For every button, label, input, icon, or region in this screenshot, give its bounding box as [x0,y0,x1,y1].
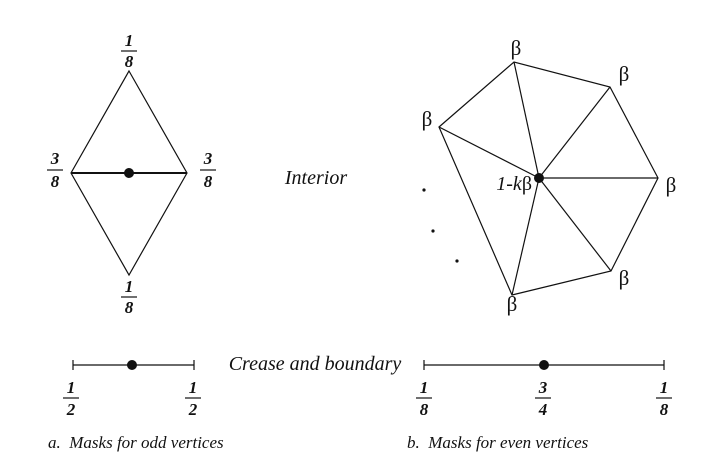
even-interior-mask [438,61,659,296]
even-crease-center-den: 4 [538,400,548,419]
even-crease-right-weight: 1 8 [656,378,672,419]
beta-label-bottom-right: β [619,266,630,290]
odd-diamond-outline [70,69,188,277]
ellipsis-dot-1 [422,188,426,192]
odd-right-weight-num: 3 [203,149,213,168]
even-crease-left-weight: 1 8 [416,378,432,419]
beta-label-top-right: β [619,62,630,86]
odd-crease-left-weight: 1 2 [63,378,79,419]
even-crease-left-num: 1 [420,378,429,397]
even-crease-center-weight: 3 4 [535,378,551,419]
odd-bottom-weight: 1 8 [121,277,137,317]
even-spoke-1 [438,126,540,179]
odd-interior-vertex-dot [124,168,134,178]
odd-crease-vertex-dot [127,360,137,370]
even-spoke-6 [511,177,540,296]
odd-bottom-weight-num: 1 [125,277,134,296]
interior-label: Interior [284,167,347,189]
ellipsis-dot-2 [431,229,435,233]
odd-top-weight-den: 8 [125,52,134,71]
center-weight-label: 1-kβ [496,173,532,195]
even-crease-right-den: 8 [660,400,669,419]
odd-bottom-weight-den: 8 [125,298,134,317]
even-spoke-2 [513,61,540,179]
odd-left-weight: 3 8 [47,149,63,191]
beta-label-left: β [422,107,433,131]
crease-boundary-label: Crease and boundary [229,353,402,375]
odd-crease-right-den: 2 [188,400,198,419]
ellipsis-dot-3 [455,259,459,263]
odd-right-weight: 3 8 [200,149,216,191]
beta-label-right: β [666,173,677,197]
caption-even-vertices: b. Masks for even vertices [407,433,589,452]
odd-right-weight-den: 8 [204,172,213,191]
odd-crease-left-num: 1 [67,378,76,397]
odd-left-weight-num: 3 [50,149,60,168]
even-crease-right-num: 1 [660,378,669,397]
even-interior-vertex-dot [534,173,544,183]
odd-crease-left-den: 2 [66,400,76,419]
even-crease-left-den: 8 [420,400,429,419]
odd-top-weight-num: 1 [125,31,134,50]
odd-top-weight: 1 8 [121,31,137,71]
even-spoke-3 [538,86,611,179]
beta-label-top: β [511,36,522,60]
odd-crease-right-weight: 1 2 [185,378,201,419]
center-weight-symbol: β [522,173,532,195]
even-crease-center-num: 3 [538,378,548,397]
caption-odd-vertices: a. Masks for odd vertices [48,433,224,452]
center-weight-prefix: 1-k [496,173,523,195]
even-crease-vertex-dot [539,360,549,370]
odd-left-weight-den: 8 [51,172,60,191]
even-spoke-5 [538,177,612,272]
beta-label-bottom: β [507,292,518,316]
odd-crease-right-num: 1 [189,378,198,397]
